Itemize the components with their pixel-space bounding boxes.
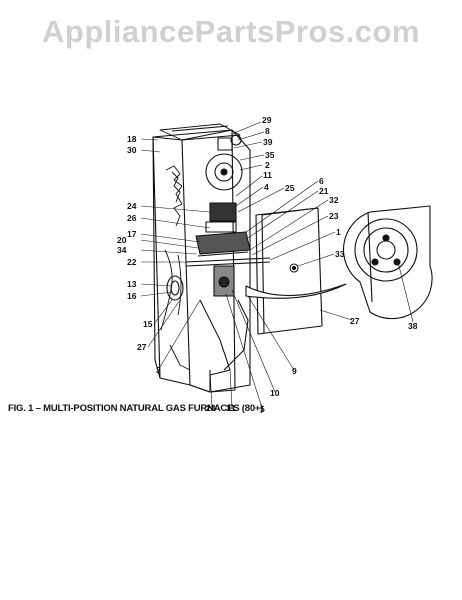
callout-4: 4 (264, 182, 269, 192)
callout-32: 32 (329, 195, 339, 205)
burner-assembly (185, 231, 271, 267)
callout-25: 25 (285, 183, 295, 193)
callout-27-right: 27 (350, 316, 360, 326)
burner-view-port (166, 275, 184, 301)
callout-13: 13 (127, 279, 137, 289)
callout-leaders (140, 121, 414, 409)
callout-27-left: 27 (137, 342, 147, 352)
callout-24: 24 (127, 201, 137, 211)
callout-31: 31 (226, 403, 236, 413)
callout-6: 6 (319, 176, 324, 186)
callout-34: 34 (117, 245, 127, 255)
blower-wheel (343, 205, 433, 320)
blower-compartment (199, 265, 249, 376)
callout-17: 17 (127, 229, 137, 239)
watermark-logo: AppliancePartsPros.com (42, 14, 420, 49)
callout-28: 28 (206, 403, 216, 413)
furnace-cabinet (152, 123, 251, 393)
callout-labels: 29 8 39 35 2 11 4 25 6 21 32 23 1 33 18 … (117, 115, 418, 414)
callout-29: 29 (262, 115, 272, 125)
callout-10: 10 (270, 388, 280, 398)
callout-16: 16 (127, 291, 137, 301)
callout-26: 26 (127, 213, 137, 223)
callout-39: 39 (263, 137, 273, 147)
callout-1: 1 (336, 227, 341, 237)
callout-21: 21 (319, 186, 329, 196)
callout-33: 33 (335, 249, 345, 259)
callout-3: 3 (156, 365, 161, 375)
front-door-panel (245, 207, 347, 335)
callout-35: 35 (265, 150, 275, 160)
gas-valve (205, 202, 237, 233)
callout-18: 18 (127, 134, 137, 144)
callout-11: 11 (263, 170, 272, 180)
inducer-motor (205, 134, 243, 191)
callout-9: 9 (292, 366, 297, 376)
callout-22: 22 (127, 257, 137, 267)
figure-caption: FIG. 1 – MULTI-POSITION NATURAL GAS FURN… (8, 403, 264, 414)
callout-15: 15 (143, 319, 153, 329)
callout-5: 5 (260, 404, 265, 414)
callout-20: 20 (117, 235, 127, 245)
callout-30: 30 (127, 145, 137, 155)
callout-8: 8 (265, 126, 270, 136)
callout-2: 2 (265, 160, 270, 170)
callout-38: 38 (408, 321, 418, 331)
callout-23: 23 (329, 211, 339, 221)
